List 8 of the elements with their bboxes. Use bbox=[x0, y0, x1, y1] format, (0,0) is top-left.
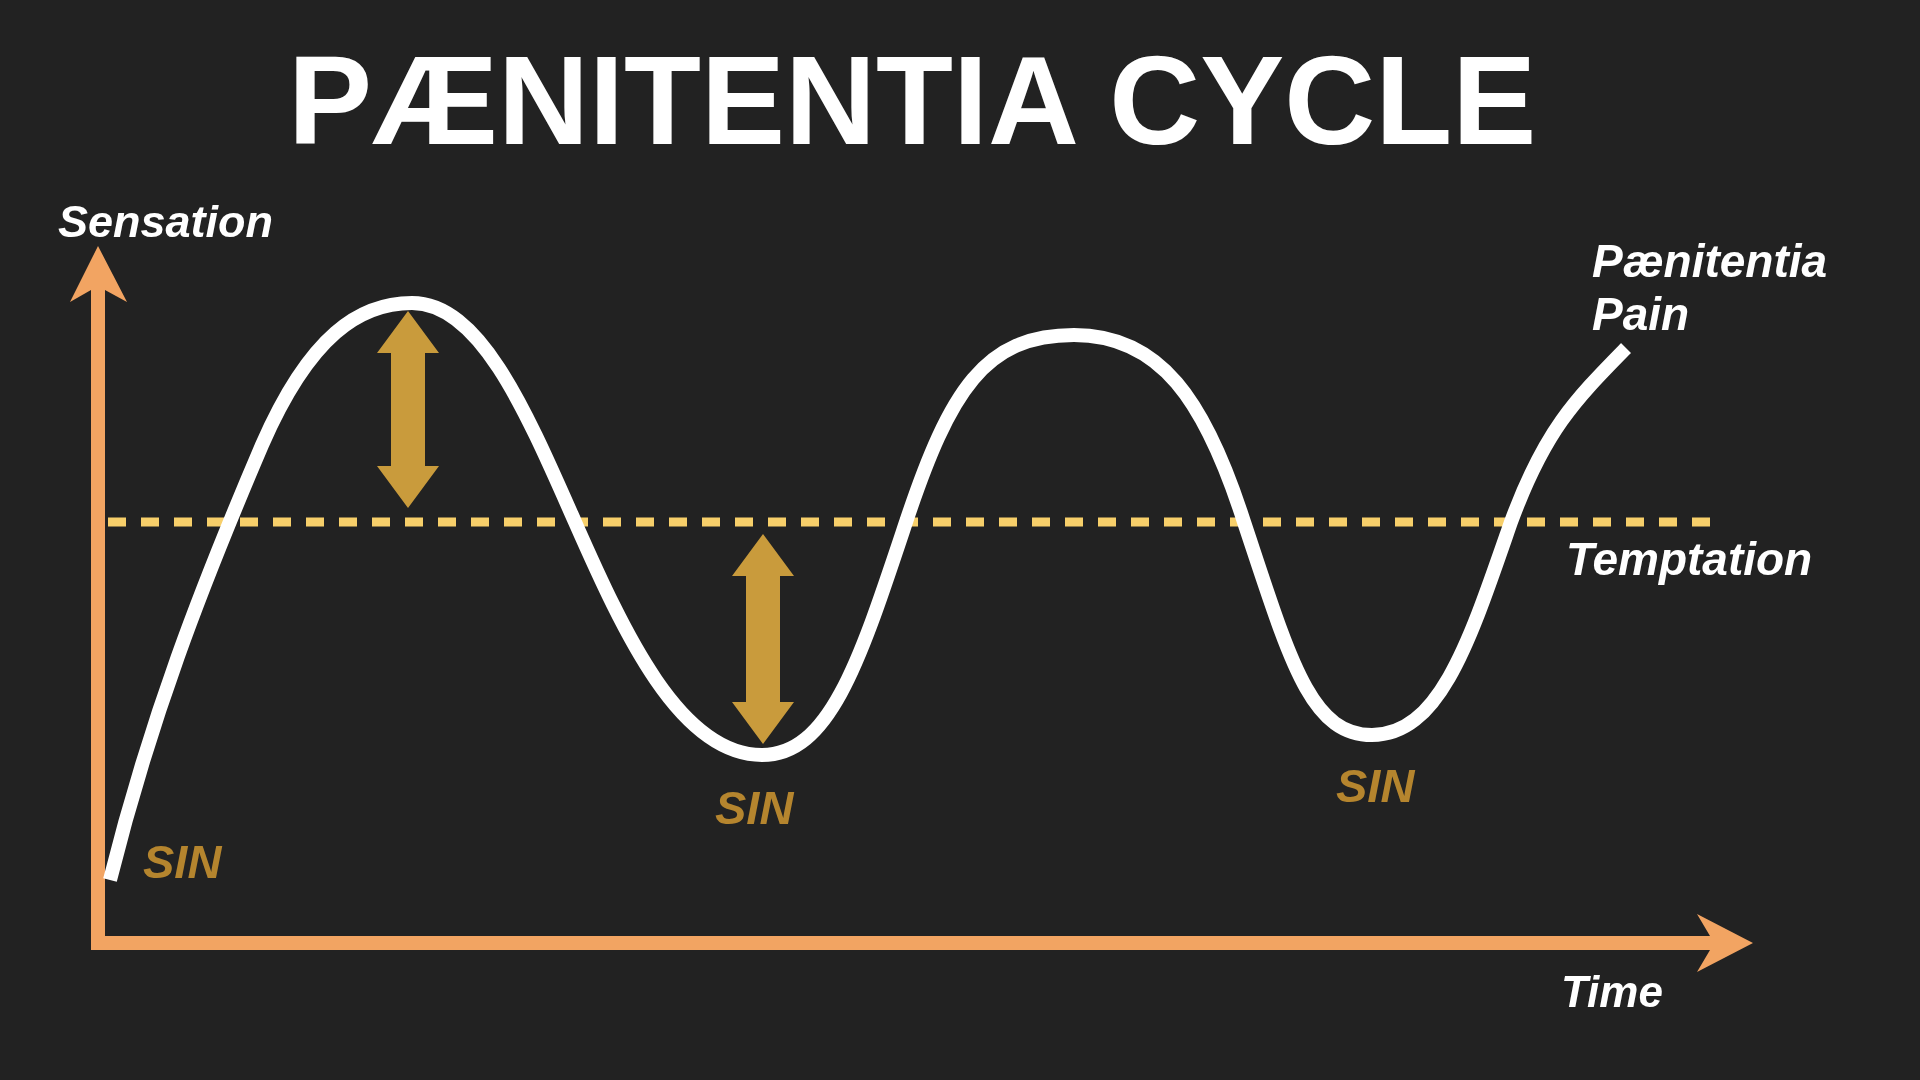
point-label: SIN bbox=[1336, 760, 1415, 812]
diagram-title: PÆNITENTIA CYCLE bbox=[288, 32, 1537, 171]
axis-label: Sensation bbox=[58, 197, 274, 247]
curve-label: Pænitentia Pain bbox=[1592, 235, 1829, 341]
axis-label: Time bbox=[1561, 968, 1663, 1017]
point-label: SIN bbox=[715, 782, 794, 834]
threshold-label: Temptation bbox=[1566, 534, 1813, 585]
point-label: SIN bbox=[143, 836, 222, 888]
